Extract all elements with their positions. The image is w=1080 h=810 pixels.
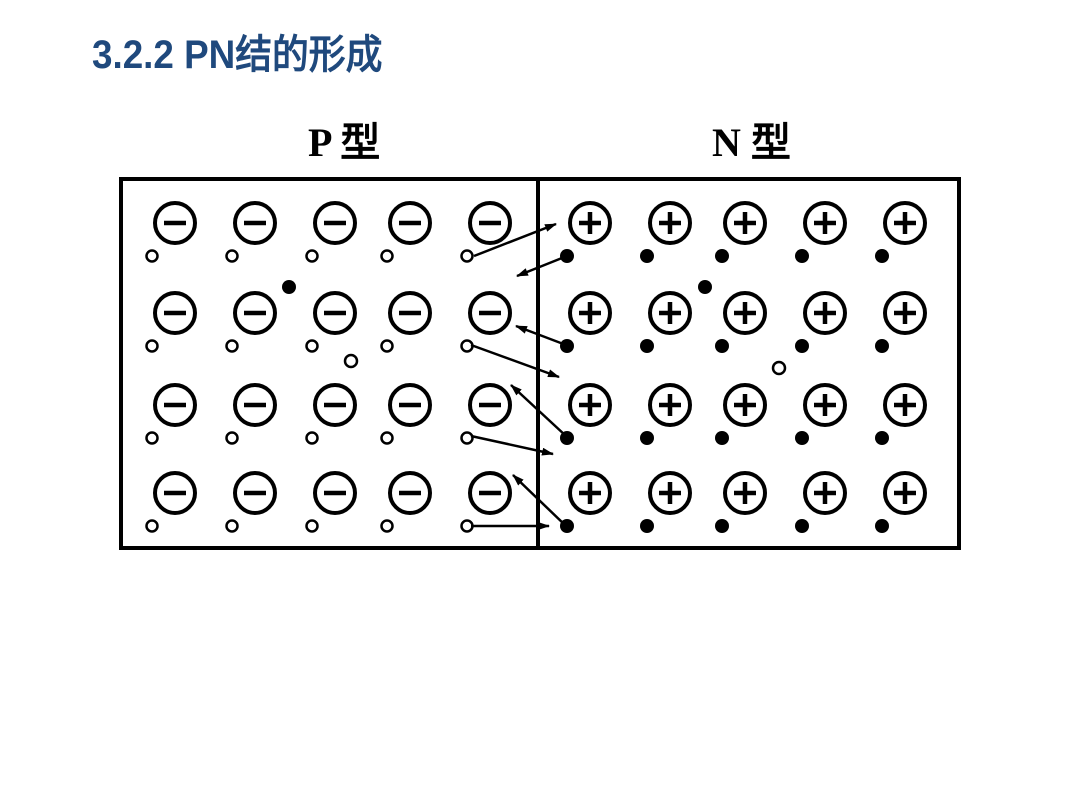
acceptor-ion-minus-icon <box>153 291 197 335</box>
free-electron <box>640 431 654 445</box>
free-electron <box>282 280 296 294</box>
donor-ion-plus-icon <box>723 471 767 515</box>
hole <box>145 339 159 353</box>
free-electron <box>875 519 889 533</box>
free-electron <box>795 339 809 353</box>
hole <box>343 353 359 369</box>
donor-ion-plus-icon <box>803 201 847 245</box>
hole <box>380 519 394 533</box>
hole <box>380 339 394 353</box>
donor-ion-plus-icon <box>568 383 612 427</box>
diffusion-arrow <box>515 324 567 347</box>
diffusion-arrow <box>512 474 567 527</box>
hole <box>771 360 787 376</box>
hole <box>380 431 394 445</box>
hole <box>145 249 159 263</box>
free-electron <box>560 339 574 353</box>
acceptor-ion-minus-icon <box>388 291 432 335</box>
diffusion-arrow <box>470 434 554 456</box>
diffusion-arrow <box>510 384 567 437</box>
donor-ion-plus-icon <box>883 471 927 515</box>
acceptor-ion-minus-icon <box>468 291 512 335</box>
free-electron <box>640 519 654 533</box>
acceptor-ion-minus-icon <box>233 201 277 245</box>
n-region-label: N 型 <box>712 120 791 165</box>
acceptor-ion-minus-icon <box>233 291 277 335</box>
acceptor-ion-minus-icon <box>388 201 432 245</box>
hole <box>460 249 474 263</box>
hole <box>305 519 319 533</box>
acceptor-ion-minus-icon <box>153 471 197 515</box>
hole <box>380 249 394 263</box>
acceptor-ion-minus-icon <box>468 471 512 515</box>
hole <box>225 249 239 263</box>
donor-ion-plus-icon <box>723 291 767 335</box>
free-electron <box>875 249 889 263</box>
hole <box>225 339 239 353</box>
hole <box>460 431 474 445</box>
free-electron <box>795 249 809 263</box>
donor-ion-plus-icon <box>883 291 927 335</box>
donor-ion-plus-icon <box>883 201 927 245</box>
free-electron <box>875 431 889 445</box>
free-electron <box>715 431 729 445</box>
free-electron <box>715 339 729 353</box>
diffusion-arrow <box>470 343 560 379</box>
donor-ion-plus-icon <box>883 383 927 427</box>
acceptor-ion-minus-icon <box>313 471 357 515</box>
hole <box>305 339 319 353</box>
free-electron <box>698 280 712 294</box>
acceptor-ion-minus-icon <box>388 383 432 427</box>
acceptor-ion-minus-icon <box>468 383 512 427</box>
donor-ion-plus-icon <box>803 471 847 515</box>
diffusion-arrow <box>516 254 568 278</box>
donor-ion-plus-icon <box>648 201 692 245</box>
hole <box>145 431 159 445</box>
donor-ion-plus-icon <box>723 201 767 245</box>
free-electron <box>795 519 809 533</box>
free-electron <box>795 431 809 445</box>
acceptor-ion-minus-icon <box>233 471 277 515</box>
acceptor-ion-minus-icon <box>153 201 197 245</box>
free-electron <box>640 339 654 353</box>
hole <box>305 431 319 445</box>
hole <box>225 431 239 445</box>
donor-ion-plus-icon <box>568 471 612 515</box>
hole <box>225 519 239 533</box>
donor-ion-plus-icon <box>648 291 692 335</box>
donor-ion-plus-icon <box>723 383 767 427</box>
acceptor-ion-minus-icon <box>313 383 357 427</box>
free-electron <box>875 339 889 353</box>
donor-ion-plus-icon <box>568 201 612 245</box>
acceptor-ion-minus-icon <box>313 201 357 245</box>
free-electron <box>715 249 729 263</box>
hole <box>460 519 474 533</box>
donor-ion-plus-icon <box>648 383 692 427</box>
donor-ion-plus-icon <box>803 291 847 335</box>
hole <box>145 519 159 533</box>
hole <box>305 249 319 263</box>
acceptor-ion-minus-icon <box>153 383 197 427</box>
free-electron <box>640 249 654 263</box>
acceptor-ion-minus-icon <box>388 471 432 515</box>
p-region-label: P 型 <box>308 120 381 165</box>
donor-ion-plus-icon <box>803 383 847 427</box>
acceptor-ion-minus-icon <box>233 383 277 427</box>
free-electron <box>715 519 729 533</box>
slide-title: 3.2.2 PN结的形成 <box>92 33 383 77</box>
diffusion-arrow <box>473 222 557 258</box>
donor-ion-plus-icon <box>648 471 692 515</box>
acceptor-ion-minus-icon <box>313 291 357 335</box>
donor-ion-plus-icon <box>568 291 612 335</box>
acceptor-ion-minus-icon <box>468 201 512 245</box>
